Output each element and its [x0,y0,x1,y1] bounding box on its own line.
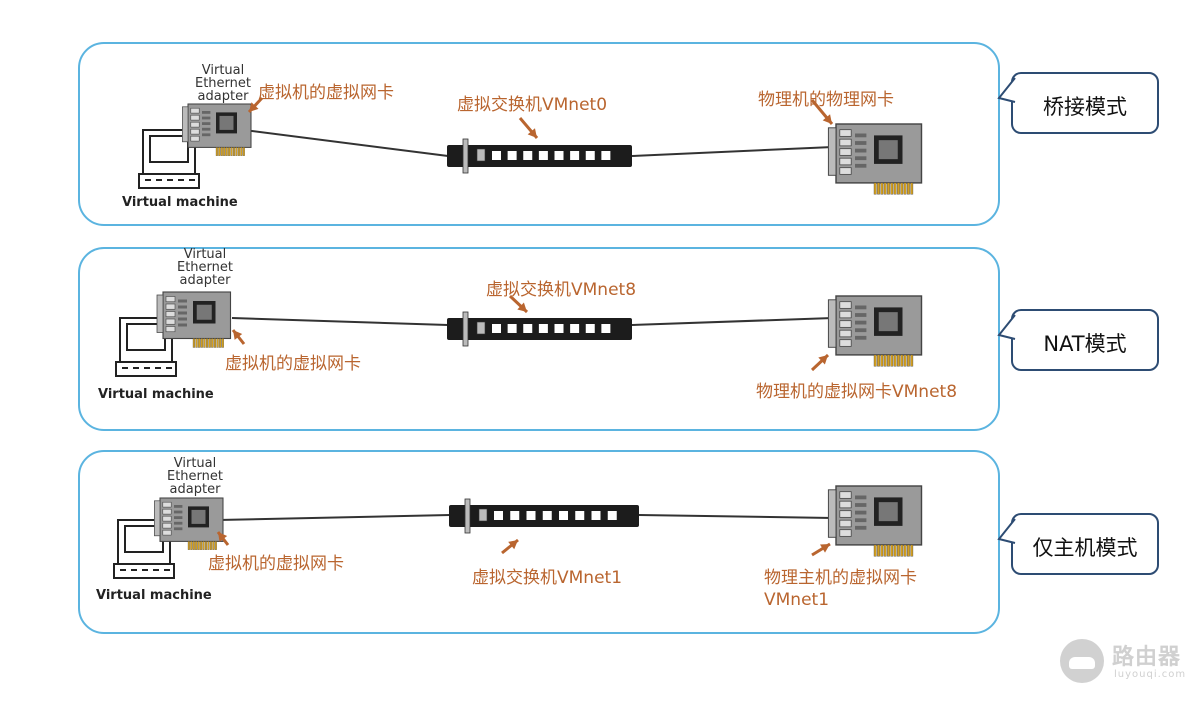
watermark-title: 路由器 [1112,645,1182,670]
bridged-mode-callout: 桥接模式 [997,72,1159,134]
virtual-nic-card-icon [182,103,252,156]
callout-pointer [997,77,1016,103]
computer-icon [113,519,175,579]
switch-label: 虚拟交换机VMnet0 [457,95,608,115]
connection-line [217,514,451,521]
host-nic-label: 物理机的虚拟网卡VMnet8 [756,382,958,402]
arrow-head [517,302,527,312]
vm-nic-label: 虚拟机的虚拟网卡 [225,354,361,374]
virtual-nic-card-icon [154,497,224,550]
arrow-head [233,330,243,340]
switch-label: 虚拟交换机VMnet1 [472,568,623,588]
host-nic-card-icon [827,295,923,367]
connection-line [243,129,449,157]
bridged-mode-panel [78,42,1000,226]
router-logo-icon [1060,639,1104,683]
mode-label: NAT模式 [1043,332,1127,356]
virtual-switch-icon [447,138,632,174]
mode-label: 桥接模式 [1043,95,1127,119]
arrow-head [218,532,228,542]
connection-line [631,317,834,326]
arrow-head [822,114,832,124]
vm-caption: Virtual machine [122,195,238,210]
connection-line [631,146,834,157]
host-nic-label: 物理主机的虚拟网卡 [764,568,917,588]
nat-mode-panel [78,247,1000,431]
arrow-head [249,102,259,112]
virtual-nic-card-icon [156,291,232,348]
connection-line [638,514,834,519]
arrow-head [508,540,518,550]
connection-line [231,317,449,326]
virtual-switch-icon [447,311,632,347]
host-nic-label-line2: VMnet1 [764,590,830,610]
host-nic-card-icon [827,123,923,195]
arrow-head [818,355,828,365]
host-nic-card-icon [827,485,923,557]
vm-caption: Virtual machine [96,588,212,603]
watermark-subtitle: luyouqi.com [1114,669,1187,680]
host-only-mode-callout: 仅主机模式 [997,513,1159,575]
computer-icon [115,317,177,377]
nat-mode-callout: NAT模式 [997,309,1159,371]
arrow-head [820,544,830,553]
callout-pointer [997,314,1016,340]
virtual-switch-icon [449,498,639,534]
vm-nic-label: 虚拟机的虚拟网卡 [208,554,344,574]
watermark: 路由器 luyouqi.com [1060,637,1190,687]
host-only-mode-panel [78,450,1000,634]
vm-caption: Virtual machine [98,387,214,402]
arrow-head [527,128,537,138]
switch-label: 虚拟交换机VMnet8 [486,280,637,300]
host-nic-label: 物理机的物理网卡 [758,90,894,110]
computer-icon [138,129,200,189]
mode-label: 仅主机模式 [1032,536,1138,560]
callout-pointer [997,518,1016,544]
vm-nic-label: 虚拟机的虚拟网卡 [258,83,394,103]
